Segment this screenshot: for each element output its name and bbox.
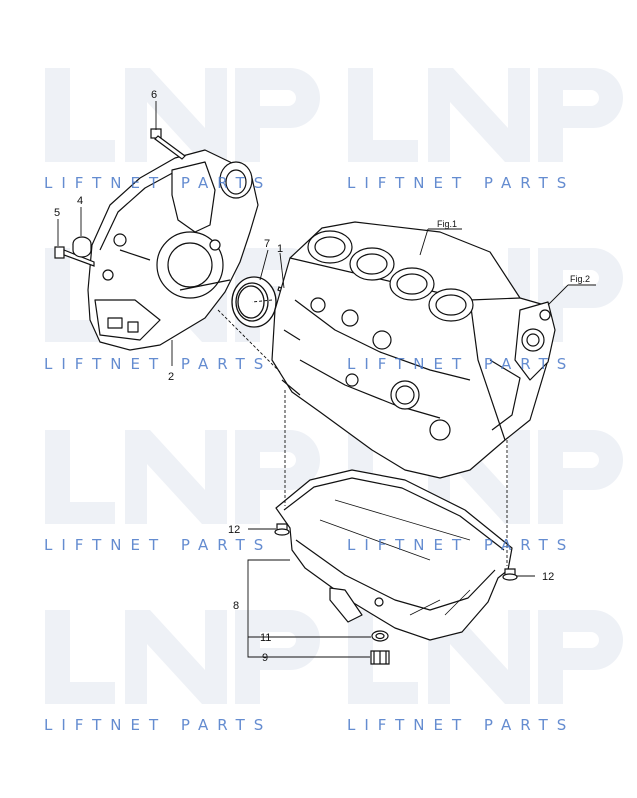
watermark-logo xyxy=(45,430,320,524)
callout-11: 11 xyxy=(260,632,271,644)
watermark-text: LIFTNET PARTS xyxy=(44,355,273,373)
callout-7: 7 xyxy=(264,238,270,250)
fig-2-label: Fig.2 xyxy=(570,274,590,284)
watermark-text: LIFTNET PARTS xyxy=(347,536,576,554)
washer-11 xyxy=(371,630,389,642)
oil-seal xyxy=(231,276,277,328)
callout-1: 1 xyxy=(277,243,283,255)
watermark-logo xyxy=(348,68,623,162)
watermark-text: LIFTNET PARTS xyxy=(347,355,576,373)
bolt-5 xyxy=(54,246,95,267)
bolt-12-left xyxy=(274,523,290,536)
callout-5: 5 xyxy=(54,207,60,219)
callout-12-left: 12 xyxy=(228,524,240,536)
watermark-text: LIFTNET PARTS xyxy=(44,536,273,554)
bolt-12-right xyxy=(502,568,518,581)
flywheel-housing xyxy=(87,149,259,351)
callout-2: 2 xyxy=(168,371,174,383)
cylinder-block xyxy=(271,221,556,479)
drain-plug-9 xyxy=(370,650,390,665)
watermark-text: LIFTNET PARTS xyxy=(44,716,273,734)
figure-references: Fig.1 Fig.2 xyxy=(437,219,590,284)
callout-12-right: 12 xyxy=(542,571,554,583)
callout-numbers: 6 4 5 7 1 2 12 12 8 11 9 xyxy=(54,89,554,664)
callout-9: 9 xyxy=(262,652,268,664)
watermark-text: LIFTNET PARTS xyxy=(44,174,273,192)
watermark-text: LIFTNET PARTS xyxy=(347,716,576,734)
callout-6: 6 xyxy=(151,89,157,101)
plug-4 xyxy=(72,236,92,258)
leader-lines xyxy=(57,101,596,658)
callout-4: 4 xyxy=(77,195,83,207)
callout-8: 8 xyxy=(233,600,239,612)
oil-pan xyxy=(275,469,513,641)
watermark-text: LIFTNET PARTS xyxy=(347,174,576,192)
fig-1-label: Fig.1 xyxy=(437,219,457,229)
watermark-logo xyxy=(45,68,320,162)
